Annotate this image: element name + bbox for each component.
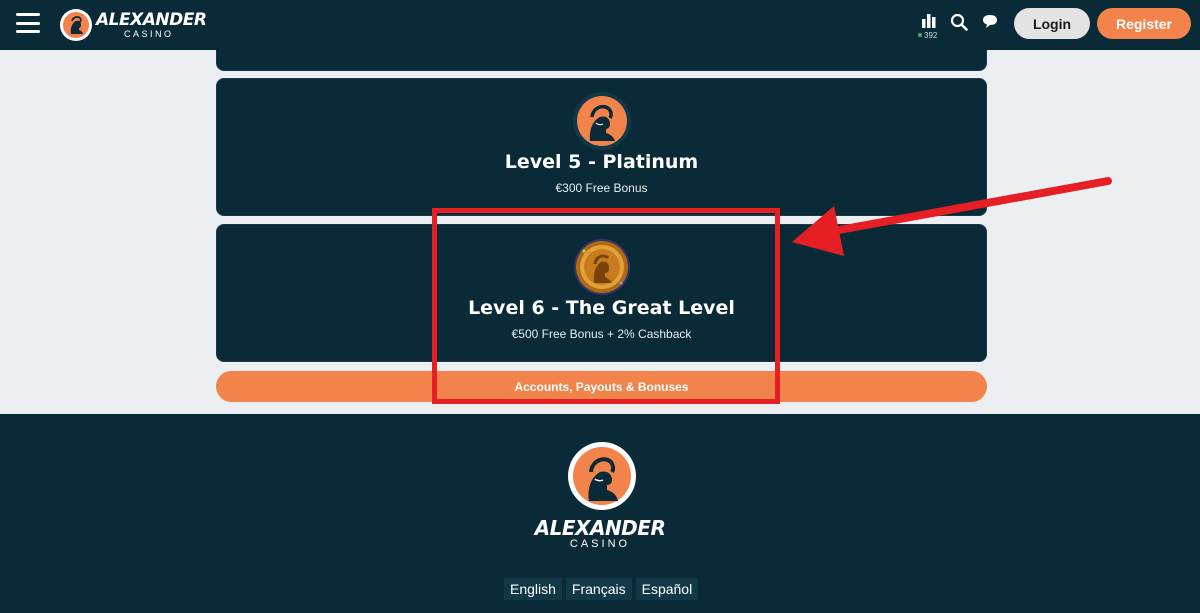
- level-title: Level 6 - The Great Level: [468, 297, 735, 319]
- level-bonus: €300 Free Bonus: [555, 181, 648, 195]
- search-icon[interactable]: [950, 13, 970, 33]
- brand-logo[interactable]: ALEXANDER CASINO: [60, 6, 207, 44]
- menu-icon[interactable]: [16, 13, 40, 33]
- language-spanish[interactable]: Español: [635, 578, 699, 600]
- bust-medallion-icon: [572, 91, 632, 151]
- footer-brand-name: ALEXANDER: [534, 516, 666, 540]
- level-card-6: Level 6 - The Great Level €500 Free Bonu…: [216, 224, 987, 362]
- footer-brand-subtitle: CASINO: [569, 538, 631, 550]
- register-button[interactable]: Register: [1097, 8, 1191, 39]
- brand-subtitle: CASINO: [124, 28, 174, 39]
- annotation-arrow-icon: [792, 177, 1112, 256]
- online-dot: [918, 33, 922, 37]
- language-english[interactable]: English: [504, 578, 562, 600]
- language-french[interactable]: Français: [565, 578, 632, 600]
- player-stats[interactable]: 392: [918, 12, 940, 40]
- bust-logo-icon: [60, 9, 92, 41]
- footer: ALEXANDER CASINO English Français Españo…: [0, 414, 1200, 613]
- top-navigation-bar: ALEXANDER CASINO 392 Login Register: [0, 0, 1200, 50]
- gold-coin-icon: [572, 237, 632, 297]
- brand-name: ALEXANDER: [96, 9, 207, 30]
- accounts-payouts-bonuses-button[interactable]: Accounts, Payouts & Bonuses: [216, 371, 987, 402]
- highlight-box: [432, 208, 780, 404]
- level-bonus: €500 Free Bonus + 2% Cashback: [511, 327, 692, 341]
- login-button[interactable]: Login: [1014, 8, 1090, 39]
- chat-icon[interactable]: [981, 13, 1001, 33]
- level-title: Level 5 - Platinum: [504, 151, 699, 173]
- online-count: 392: [924, 31, 938, 40]
- language-selector: English Français Español: [504, 578, 699, 600]
- bust-logo-icon: [567, 441, 637, 511]
- stats-icon: [922, 14, 936, 28]
- level-card-5: Level 5 - Platinum €300 Free Bonus: [216, 78, 987, 216]
